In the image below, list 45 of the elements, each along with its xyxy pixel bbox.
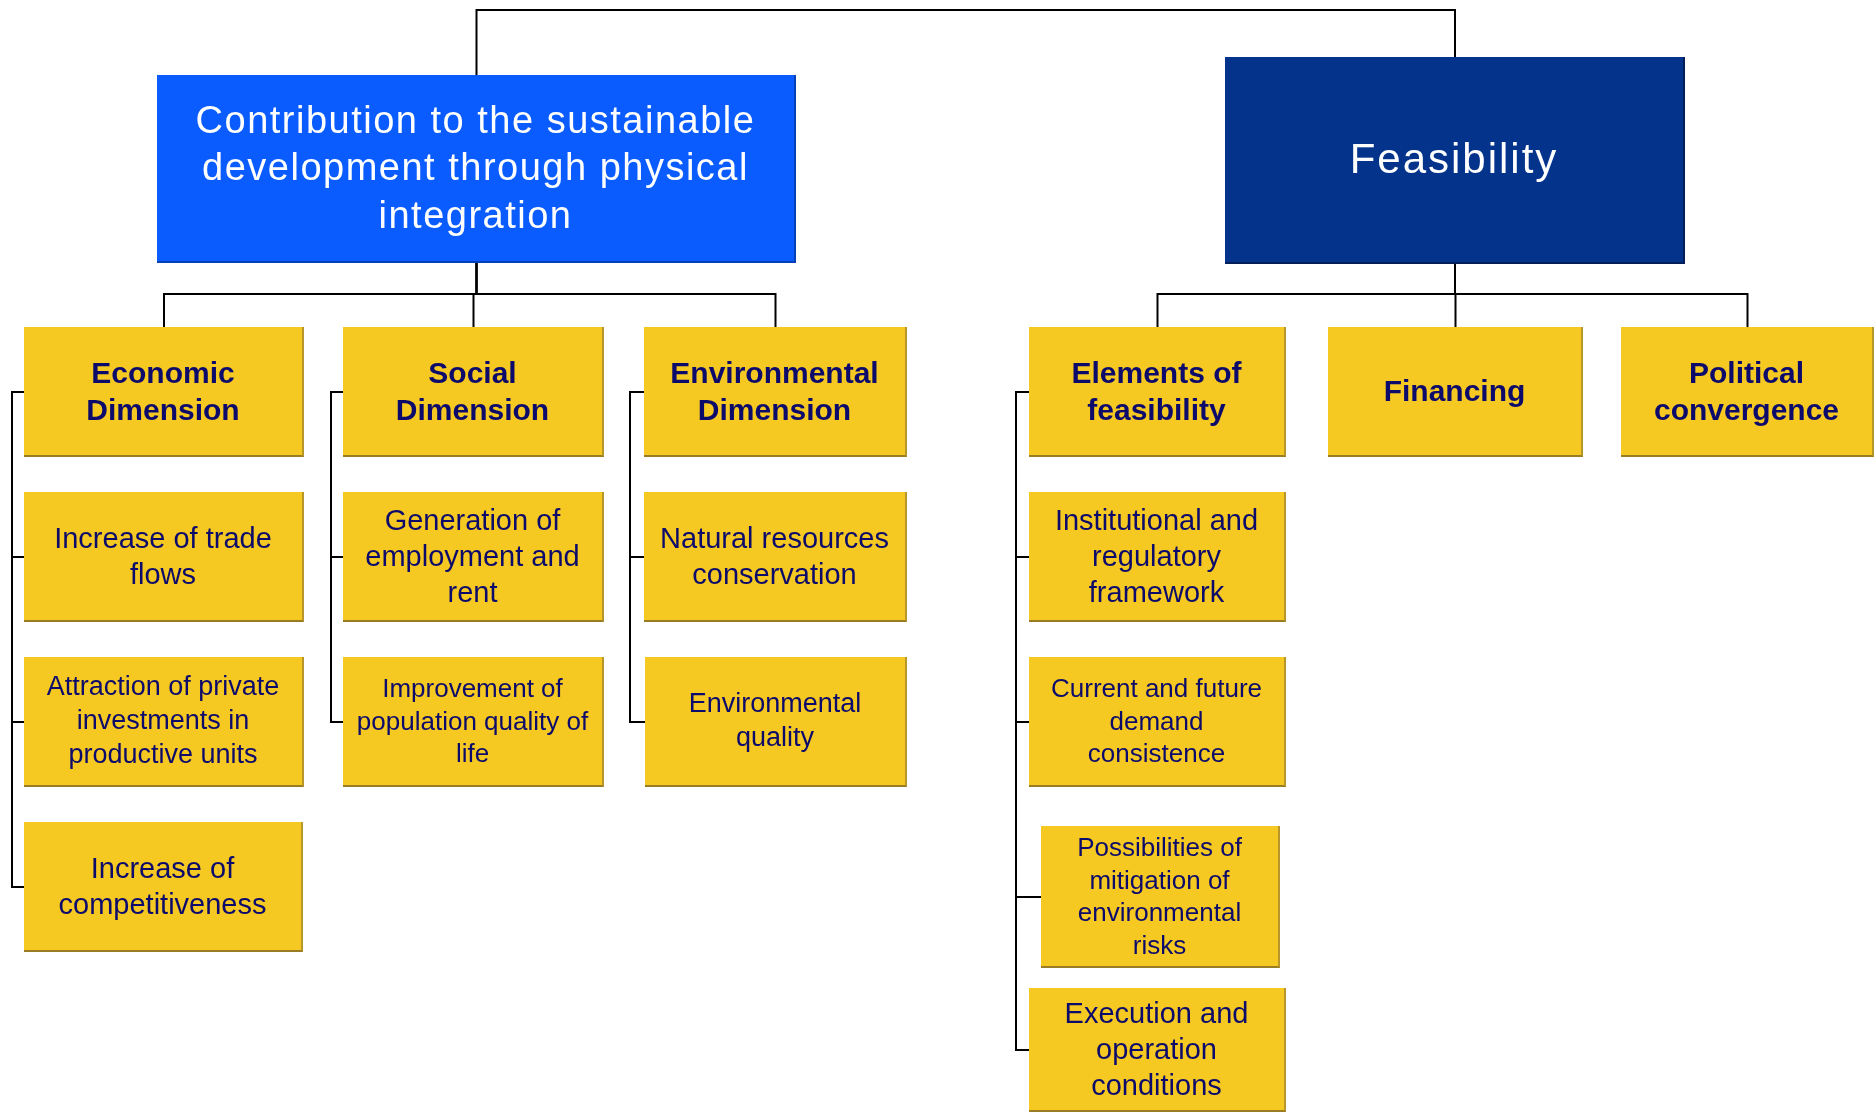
node-box [1328, 327, 1583, 457]
node-label: Environmental quality [687, 687, 863, 754]
node-label: Institutional and regulatory framework [1053, 502, 1260, 611]
node-box [1621, 327, 1874, 457]
node-label: Improvement of population quality of life [355, 672, 590, 770]
node-box [24, 822, 303, 952]
node-box [1041, 826, 1280, 968]
connector-line [1015, 391, 1030, 1051]
node-label: Political convergence [1652, 354, 1841, 428]
node-box [343, 657, 604, 787]
connector-line [629, 391, 646, 723]
node-label: Generation of employment and rent [364, 502, 581, 611]
node-label: Environmental Dimension [669, 354, 880, 428]
node-box [24, 492, 304, 622]
node-label: Attraction of private investments in productive units [45, 670, 281, 771]
node-label: Contribution to the sustainable development through physical integration [194, 97, 757, 238]
node-label: Increase of trade flows [53, 520, 273, 592]
connector-line [11, 391, 25, 888]
node-box [1029, 657, 1286, 787]
connector-line [330, 391, 344, 723]
node-label: Economic Dimension [85, 354, 241, 428]
connector-line [1454, 263, 1749, 328]
node-label: Natural resources conservation [659, 520, 890, 592]
node-label: Feasibility [1349, 134, 1559, 185]
node-box [644, 327, 907, 457]
node-box [24, 327, 304, 457]
node-label: Execution and operation conditions [1063, 995, 1250, 1104]
node-box [343, 327, 604, 457]
node-label: Current and future demand consistence [1050, 672, 1263, 770]
node-box [1225, 57, 1685, 264]
node-box [1029, 492, 1286, 622]
node-label: Social Dimension [394, 354, 551, 428]
node-box [24, 657, 304, 787]
connector-line [475, 9, 1456, 76]
node-box [1029, 327, 1286, 457]
node-box [343, 492, 604, 622]
node-label: Financing [1383, 373, 1526, 410]
node-box [1029, 988, 1286, 1112]
node-box [644, 492, 907, 622]
connector-line [475, 262, 777, 328]
node-label: Possibilities of mitigation of environmental risks [1076, 831, 1243, 961]
node-box [157, 75, 796, 263]
node-box [645, 657, 907, 787]
node-label: Elements of feasibility [1070, 354, 1243, 428]
node-label: Increase of competitiveness [57, 850, 268, 922]
